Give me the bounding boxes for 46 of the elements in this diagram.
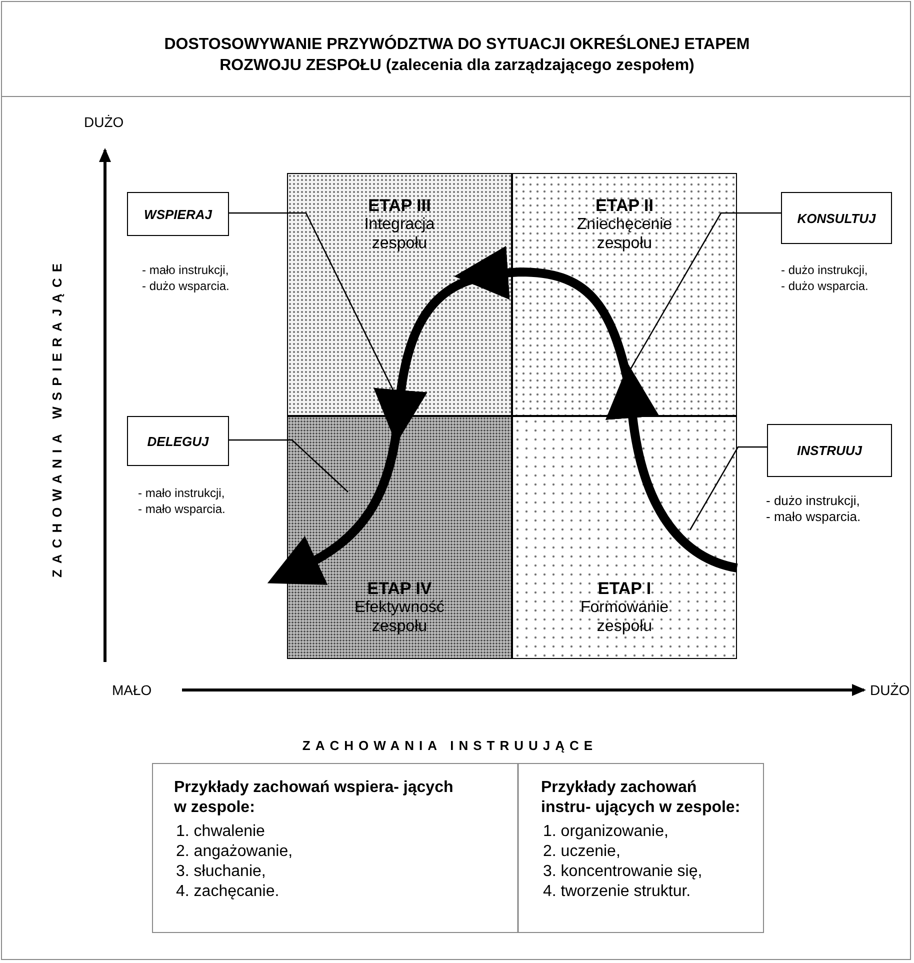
axis-end-label: DUŻO [84,114,124,130]
stage-description: Zniechęcenie zespołu [576,215,674,253]
bullet-text: - mało instrukcji, [138,485,225,501]
list-item: 3. słuchanie, [176,862,266,881]
axis-end-label: DUŻO [870,682,910,698]
list-item: 1. organizowanie, [543,822,668,841]
table-heading: Przykłady zachowań wspiera- jących w zespole: [174,778,454,818]
list-item: 1. chwalenie [176,822,265,841]
quadrant-panel [512,173,737,416]
axis-title: ZACHOWANIA WSPIERAJĄCE [50,256,64,580]
leader-line [229,439,348,492]
stage-heading: ETAP III [367,196,432,215]
strategy-label: KONSULTUJ [797,210,876,226]
strategy-label: DELEGUJ [147,434,209,448]
axis-title: ZACHOWANIA INSTRUUJĄCE [301,738,599,753]
bullet-text: - dużo instrukcji, [766,493,860,509]
title-text: DOSTOSOWYWANIE PRZYWÓDZTWA DO SYTUACJI OKREŚLONEJ ETAPEM ROZWOJU ZESPOŁU (zalecenia dla zarządzającego zespołem) [163,34,751,76]
stage-heading: ETAP II [594,196,654,215]
label-box [127,192,229,236]
leader-line [629,212,781,370]
list-item: 4. tworzenie struktur. [543,882,691,901]
bullet-text: - dużo wsparcia. [142,278,230,294]
stage-description: Integracja zespołu [363,215,436,253]
strategy-label: INSTRUUJ [796,443,862,458]
leader-line [689,446,767,530]
bullet-text: - mało wsparcia. [138,501,226,517]
curved-arrow [606,364,738,572]
label-box [767,424,892,477]
list-item: 2. uczenie, [543,842,620,861]
bullet-text: - mało instrukcji, [142,262,229,278]
list-item: 2. angażowanie, [176,842,293,861]
quadrant-panel [287,416,512,659]
quadrant-panel [287,173,512,416]
stage-heading: ETAP I [596,579,652,598]
bullet-text: - dużo wsparcia. [781,278,868,294]
strategy-label: WSPIERAJ [144,206,212,222]
label-box [127,416,229,466]
axis-end-label: MAŁO [112,682,152,698]
bullet-text: - dużo instrukcji, [781,262,868,278]
list-item: 3. koncentrowanie się, [543,862,702,881]
label-box [781,192,892,244]
bullet-text: - mało wsparcia. [766,509,861,525]
quadrant-panel [512,416,737,659]
stage-description: Formowanie zespołu [579,598,670,636]
table-heading: Przykłady zachowań instru- ujących w zespole: [541,778,741,818]
list-item: 4. zachęcanie. [176,882,280,901]
